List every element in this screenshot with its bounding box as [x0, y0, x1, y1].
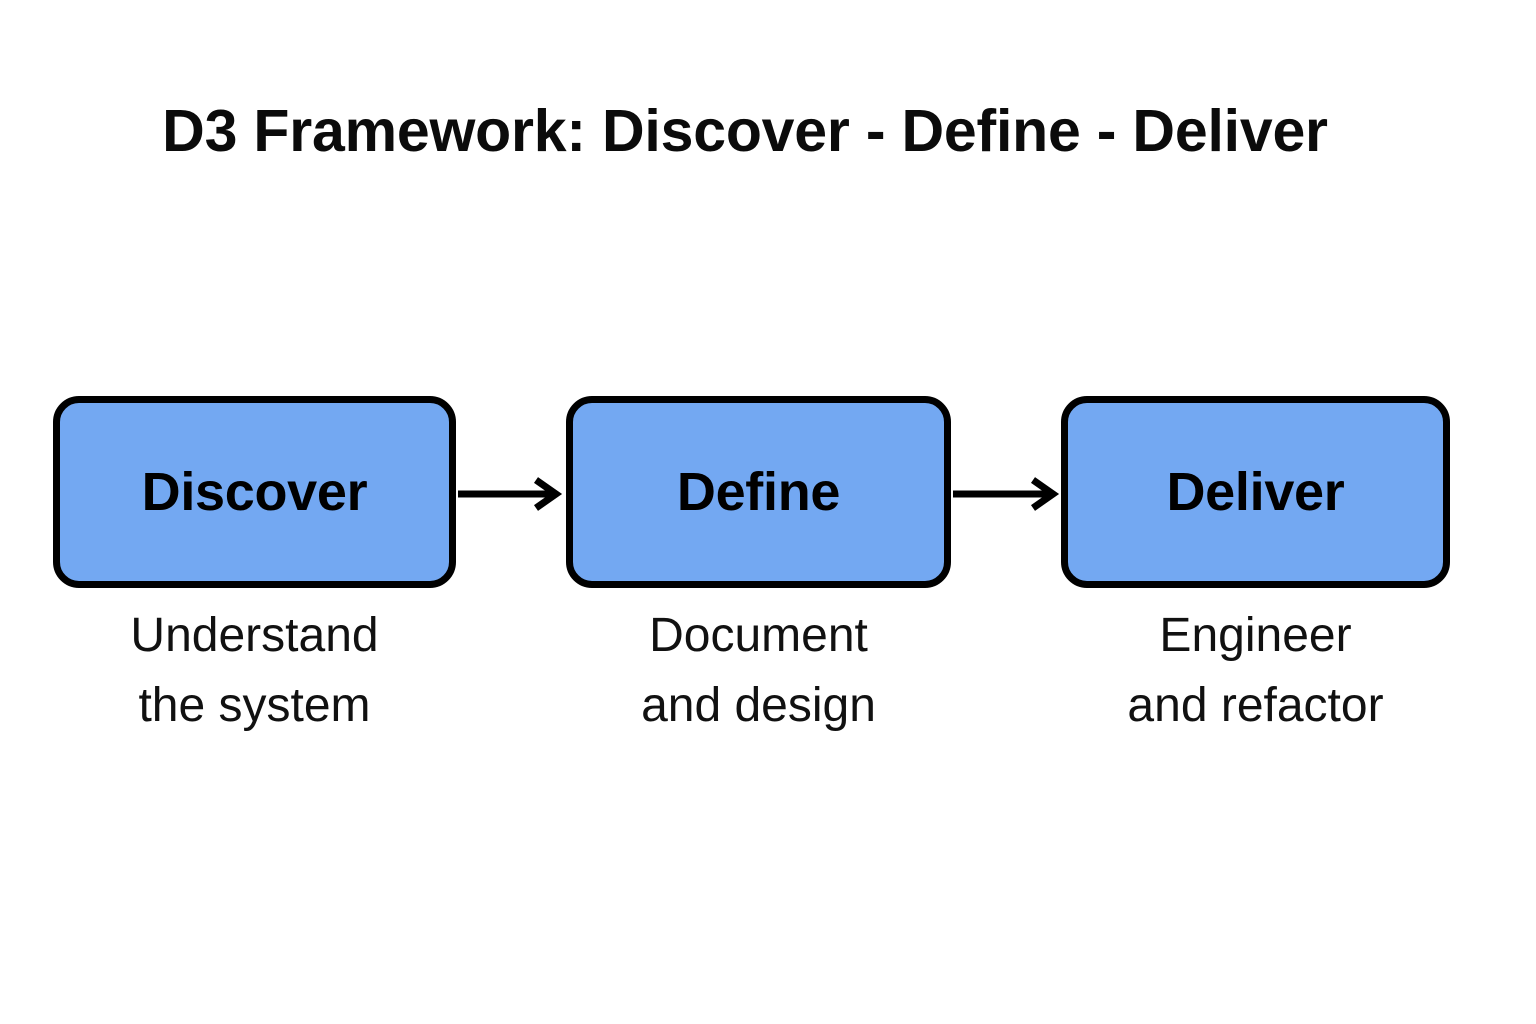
arrow-define-to-deliver [951, 477, 1061, 511]
stage-box-define[interactable]: Define [566, 396, 951, 588]
stage-caption-discover-line1: Understand [130, 609, 379, 662]
arrow-discover-to-define [456, 477, 564, 511]
stage-caption-define-line2: and design [641, 679, 876, 732]
stage-caption-discover-line2: the system [138, 679, 371, 732]
stage-caption-deliver-line2: and refactor [1127, 679, 1384, 732]
stage-label-discover: Discover [141, 462, 368, 522]
stage-deliver[interactable]: Deliver Engineer and refactor [1061, 396, 1450, 732]
stage-box-deliver[interactable]: Deliver [1061, 396, 1450, 588]
stage-label-define: Define [676, 462, 841, 522]
stage-caption-discover: Understand the system [53, 601, 456, 741]
stage-caption-deliver: Engineer and refactor [1061, 601, 1450, 741]
stage-caption-define: Document and design [566, 601, 951, 741]
stage-caption-define-line1: Document [649, 609, 868, 662]
stage-label-deliver: Deliver [1166, 462, 1345, 522]
page-title: D3 Framework: Discover - Define - Delive… [162, 98, 1328, 164]
stage-caption-deliver-line1: Engineer [1159, 609, 1352, 662]
stage-define[interactable]: Define Document and design [566, 396, 951, 732]
stage-discover[interactable]: Discover Understand the system [53, 396, 456, 732]
stage-box-discover[interactable]: Discover [53, 396, 456, 588]
